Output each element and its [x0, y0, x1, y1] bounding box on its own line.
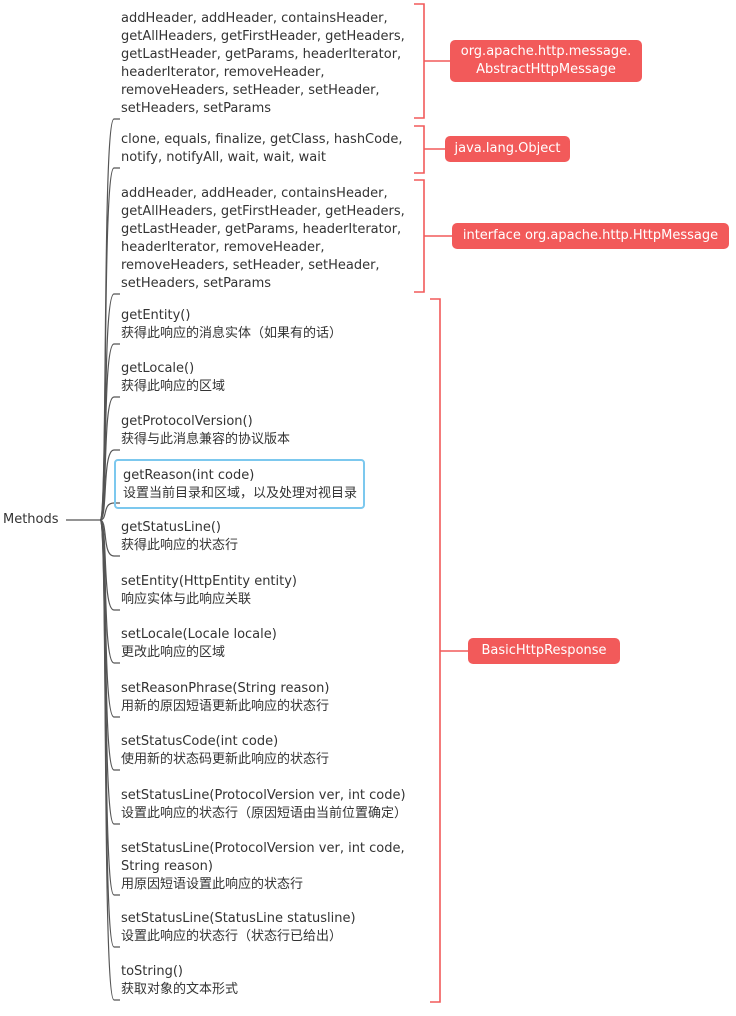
method-node[interactable]: setReasonPhrase(String reason) 用新的原因短语更新此… [121, 680, 329, 716]
method-node[interactable]: setStatusLine(ProtocolVersion ver, int c… [121, 787, 407, 823]
method-signature: getLocale() [121, 361, 195, 376]
method-text: notify, notifyAll, wait, wait, wait [121, 150, 326, 165]
method-node[interactable]: setEntity(HttpEntity entity) 响应实体与此响应关联 [121, 573, 297, 609]
group-label-tag[interactable]: BasicHttpResponse [468, 638, 620, 664]
method-signature: toString() [121, 964, 183, 979]
method-text: getLastHeader, getParams, headerIterator… [121, 47, 402, 62]
method-text: 用原因短语设置此响应的状态行 [121, 877, 304, 892]
branch-connector [99, 519, 120, 1001]
group-label-tag[interactable]: org.apache.http.message.AbstractHttpMess… [450, 40, 642, 82]
method-node[interactable]: getLocale() 获得此响应的区域 [121, 360, 225, 396]
group-bracket [430, 298, 441, 1003]
root-node-methods[interactable]: Methods [3, 512, 59, 527]
method-node[interactable]: toString() 获取对象的文本形式 [121, 963, 238, 999]
method-text: 获得此响应的状态行 [121, 538, 239, 553]
method-text: 使用新的状态码更新此响应的状态行 [121, 752, 330, 767]
method-text: 设置此响应的状态行（原因短语由当前位置确定） [121, 806, 408, 821]
method-text: removeHeaders, setHeader, setHeader, [121, 83, 380, 98]
branch-connector [99, 449, 120, 521]
method-text: 响应实体与此响应关联 [121, 592, 252, 607]
method-node[interactable]: setStatusLine(ProtocolVersion ver, int c… [121, 840, 405, 894]
method-text: 获得此响应的消息实体（如果有的话） [121, 326, 343, 341]
method-signature: setEntity(HttpEntity entity) [121, 574, 298, 589]
method-node[interactable]: getStatusLine() 获得此响应的状态行 [121, 519, 238, 555]
method-node[interactable]: getEntity() 获得此响应的消息实体（如果有的话） [121, 307, 342, 343]
method-text: setHeaders, setParams [121, 101, 272, 116]
method-text: getAllHeaders, getFirstHeader, getHeader… [121, 204, 405, 219]
group-label-tag[interactable]: interface org.apache.http.HttpMessage [452, 223, 729, 249]
method-text: 获得此响应的区域 [121, 379, 226, 394]
method-text: 设置当前目录和区域，以及处理对视目录 [123, 486, 358, 501]
group-bracket [414, 179, 425, 293]
method-signature: getReason(int code) [123, 468, 255, 483]
method-signature: addHeader, addHeader, containsHeader, [121, 186, 388, 201]
method-signature: clone, equals, finalize, getClass, hashC… [121, 132, 403, 147]
method-text: String reason) [121, 859, 213, 874]
method-signature: getStatusLine() [121, 520, 222, 535]
method-text: 更改此响应的区域 [121, 645, 226, 660]
branch-connector [99, 502, 120, 521]
method-text: headerIterator, removeHeader, [121, 240, 325, 255]
method-node[interactable]: setLocale(Locale locale) 更改此响应的区域 [121, 626, 277, 662]
method-text: 获取对象的文本形式 [121, 982, 239, 997]
method-signature: addHeader, addHeader, containsHeader, [121, 11, 388, 26]
method-node[interactable]: setStatusCode(int code) 使用新的状态码更新此响应的状态行 [121, 733, 329, 769]
method-signature: getEntity() [121, 308, 191, 323]
group-bracket [414, 125, 425, 174]
method-text: 设置此响应的状态行（状态行已给出） [121, 929, 343, 944]
method-node[interactable]: setStatusLine(StatusLine statusline) 设置此响… [121, 910, 356, 946]
method-node[interactable]: addHeader, addHeader, containsHeader, get… [121, 185, 405, 293]
method-signature: setStatusLine(StatusLine statusline) [121, 911, 356, 926]
method-signature: setReasonPhrase(String reason) [121, 681, 330, 696]
method-text: removeHeaders, setHeader, setHeader, [121, 258, 380, 273]
method-text: getAllHeaders, getFirstHeader, getHeader… [121, 29, 405, 44]
group-label-tag[interactable]: java.lang.Object [445, 136, 570, 162]
method-text: headerIterator, removeHeader, [121, 65, 325, 80]
method-signature: setStatusLine(ProtocolVersion ver, int c… [121, 788, 406, 803]
method-signature: setLocale(Locale locale) [121, 627, 277, 642]
method-text: getLastHeader, getParams, headerIterator… [121, 222, 402, 237]
method-node-selected[interactable]: getReason(int code) 设置当前目录和区域，以及处理对视目录 [114, 459, 366, 509]
method-signature: getProtocolVersion() [121, 414, 253, 429]
method-node[interactable]: getProtocolVersion() 获得与此消息兼容的协议版本 [121, 413, 290, 449]
method-node[interactable]: clone, equals, finalize, getClass, hashC… [121, 131, 402, 167]
method-text: 获得与此消息兼容的协议版本 [121, 432, 291, 447]
method-signature: setStatusCode(int code) [121, 734, 279, 749]
method-node[interactable]: addHeader, addHeader, containsHeader, get… [121, 10, 405, 118]
method-text: setHeaders, setParams [121, 276, 272, 291]
method-text: 用新的原因短语更新此响应的状态行 [121, 699, 330, 714]
group-bracket [414, 3, 425, 119]
method-signature: setStatusLine(ProtocolVersion ver, int c… [121, 841, 405, 856]
